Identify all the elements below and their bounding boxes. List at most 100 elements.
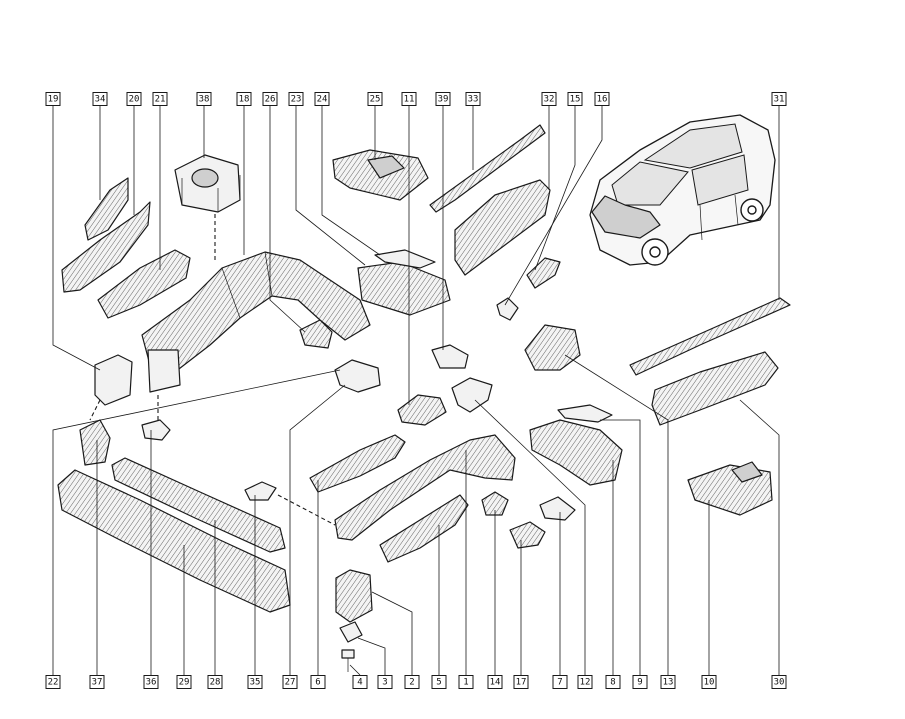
part-5 (379, 494, 469, 563)
callout-number: 7 (557, 678, 562, 688)
part-12 (451, 377, 493, 413)
callout-26: 26 (262, 92, 278, 106)
callout-7: 7 (552, 675, 568, 689)
part-10 (687, 461, 773, 516)
callout-38: 38 (196, 92, 212, 106)
callout-18: 18 (236, 92, 252, 106)
callout-37: 37 (89, 675, 105, 689)
callout-8: 8 (605, 675, 621, 689)
callout-30: 30 (771, 675, 787, 689)
callout-number: 11 (404, 95, 415, 105)
part-38 (174, 154, 241, 213)
part-26 (299, 319, 333, 349)
part-23 (357, 261, 451, 316)
part-8 (557, 404, 613, 423)
part-19 (94, 354, 133, 406)
part-7 (539, 496, 576, 521)
callout-number: 3 (382, 678, 387, 688)
part-36 (141, 419, 171, 441)
callout-number: 32 (544, 95, 555, 105)
callout-number: 21 (155, 95, 166, 105)
callout-16: 16 (594, 92, 610, 106)
part-35 (244, 481, 277, 501)
callout-number: 12 (580, 678, 591, 688)
part-13 (524, 324, 581, 371)
callout-number: 1 (463, 678, 468, 688)
callout-number: 33 (468, 95, 479, 105)
callout-34: 34 (92, 92, 108, 106)
callout-number: 4 (357, 678, 362, 688)
callout-number: 19 (48, 95, 59, 105)
part-14 (481, 491, 509, 516)
part-21 (97, 249, 191, 319)
callout-4: 4 (352, 675, 368, 689)
callout-number: 35 (250, 678, 261, 688)
part-25 (332, 149, 429, 201)
callout-number: 8 (610, 678, 615, 688)
callout-14: 14 (487, 675, 503, 689)
part-24 (374, 249, 436, 269)
callout-15: 15 (567, 92, 583, 106)
part-11 (397, 394, 447, 426)
callout-3: 3 (377, 675, 393, 689)
callout-number: 16 (597, 95, 608, 105)
callout-27: 27 (282, 675, 298, 689)
callout-36: 36 (143, 675, 159, 689)
callout-17: 17 (513, 675, 529, 689)
part-37 (79, 419, 111, 466)
callout-number: 29 (179, 678, 190, 688)
callout-21: 21 (152, 92, 168, 106)
part-33 (429, 124, 546, 213)
part-1 (334, 434, 516, 541)
callout-20: 20 (126, 92, 142, 106)
vehicle-illustration (589, 114, 776, 266)
callout-28: 28 (207, 675, 223, 689)
part-32 (454, 179, 551, 276)
callout-number: 22 (48, 678, 59, 688)
callout-number: 23 (291, 95, 302, 105)
callout-number: 6 (315, 678, 320, 688)
callout-number: 38 (199, 95, 210, 105)
part-27 (334, 359, 381, 393)
callout-number: 34 (95, 95, 106, 105)
callout-32: 32 (541, 92, 557, 106)
callout-number: 31 (774, 95, 785, 105)
callout-12: 12 (577, 675, 593, 689)
callout-24: 24 (314, 92, 330, 106)
callout-13: 13 (660, 675, 676, 689)
callout-5: 5 (431, 675, 447, 689)
callout-number: 13 (663, 678, 674, 688)
callout-number: 5 (436, 678, 441, 688)
part-2 (335, 569, 373, 623)
callout-number: 25 (370, 95, 381, 105)
callout-31: 31 (771, 92, 787, 106)
callout-2: 2 (404, 675, 420, 689)
callout-number: 24 (317, 95, 328, 105)
part-17 (509, 521, 546, 549)
part-34 (84, 177, 129, 241)
callout-number: 17 (516, 678, 527, 688)
part-4 (341, 649, 355, 672)
callout-number: 10 (704, 678, 715, 688)
callout-number: 26 (265, 95, 276, 105)
callout-number: 2 (409, 678, 414, 688)
part-39 (431, 344, 469, 369)
callout-number: 37 (92, 678, 103, 688)
part-9 (529, 419, 623, 486)
callout-25: 25 (367, 92, 383, 106)
callout-number: 30 (774, 678, 785, 688)
part-30 (651, 351, 779, 426)
callout-number: 36 (146, 678, 157, 688)
callout-1: 1 (458, 675, 474, 689)
callout-23: 23 (288, 92, 304, 106)
callout-number: 20 (129, 95, 140, 105)
callout-number: 15 (570, 95, 581, 105)
callout-35: 35 (247, 675, 263, 689)
callout-22: 22 (45, 675, 61, 689)
part-16 (496, 297, 519, 321)
part-3 (339, 621, 363, 643)
callout-39: 39 (435, 92, 451, 106)
callout-number: 14 (490, 678, 501, 688)
